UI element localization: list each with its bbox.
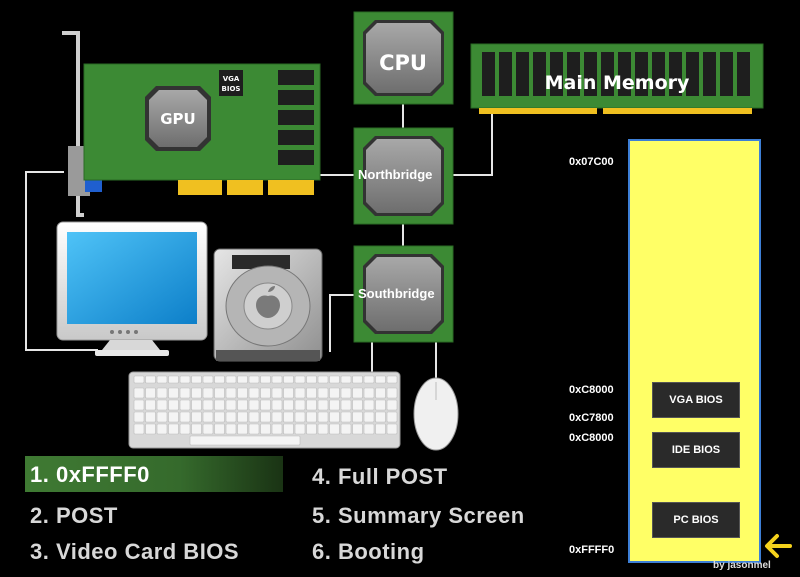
addr-07c00: 0x07C00	[569, 156, 614, 168]
addr-ffff0: 0xFFFF0	[569, 544, 615, 556]
step-3[interactable]: 3. Video Card BIOS	[30, 539, 240, 564]
gpu-label: GPU	[160, 110, 196, 128]
southbridge	[353, 245, 454, 343]
mouse	[413, 377, 459, 451]
main-memory: Main Memory	[470, 43, 764, 114]
monitor	[56, 221, 208, 356]
card-bracket	[62, 31, 84, 217]
hdd-connector	[216, 350, 320, 361]
step-6[interactable]: 6. Booting	[312, 539, 425, 564]
vga-bios-chip	[219, 70, 243, 96]
hdd-label-plate	[232, 255, 290, 269]
cpu-chip	[366, 23, 441, 93]
vga-bios-region: VGA BIOS	[652, 382, 740, 418]
gpu-chip	[149, 90, 207, 147]
main-memory-label: Main Memory	[545, 72, 690, 94]
addr-c8000: 0xC8000	[569, 432, 614, 444]
vram-chips	[278, 70, 314, 165]
monitor-stand	[95, 350, 169, 356]
memory-map	[628, 139, 761, 563]
step-1[interactable]: 1. 0xFFFF0	[30, 462, 150, 487]
memory-contacts-left	[479, 108, 597, 114]
keyboard-keys	[133, 375, 398, 446]
credit: by jasonmel	[713, 560, 771, 571]
northbridge-label: Northbridge	[358, 167, 433, 182]
addr-c8000-top: 0xC8000	[569, 384, 614, 396]
addr-c7800: 0xC7800	[569, 412, 614, 424]
cpu-label: CPU	[379, 51, 427, 75]
vga-bios-chip-label-2: BIOS	[222, 85, 241, 93]
card-gold-contacts	[178, 180, 314, 195]
northbridge-chip	[366, 139, 441, 213]
arrow-left-icon[interactable]	[763, 533, 793, 559]
keyboard	[128, 371, 401, 449]
memory-chips	[482, 52, 750, 96]
memory-contacts-right	[603, 108, 752, 114]
cpu: CPU	[353, 11, 454, 105]
southbridge-chip	[366, 257, 441, 331]
active-step-highlight	[25, 456, 283, 492]
step-2[interactable]: 2. POST	[30, 503, 118, 528]
ide-bios-region: IDE BIOS	[652, 432, 740, 468]
bus-wires	[25, 97, 493, 378]
pc-bios-region: PC BIOS	[652, 502, 740, 538]
monitor-screen	[67, 232, 197, 324]
graphics-card: GPU VGA BIOS	[62, 31, 321, 217]
southbridge-label: Southbridge	[358, 286, 435, 301]
hard-disk	[213, 248, 323, 362]
apple-logo-icon	[256, 286, 280, 318]
vga-bios-chip-label-1: VGA	[223, 75, 240, 83]
step-5[interactable]: 5. Summary Screen	[312, 503, 525, 528]
northbridge	[353, 127, 454, 225]
step-4[interactable]: 4. Full POST	[312, 464, 448, 489]
